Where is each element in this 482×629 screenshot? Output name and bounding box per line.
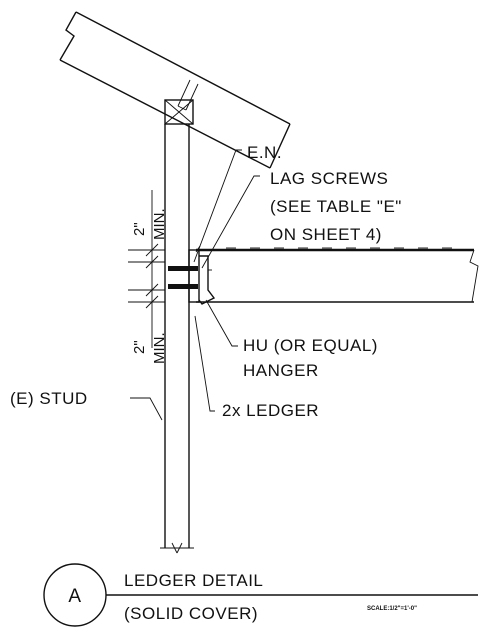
label-hanger-1: HU (OR EQUAL)	[243, 336, 378, 355]
dim-top-min: MIN.	[151, 208, 168, 240]
rafter	[59, 11, 291, 169]
ledger	[188, 249, 200, 303]
detail-subtitle: (SOLID COVER)	[124, 604, 258, 623]
lag-screws	[168, 266, 198, 289]
top-block	[164, 99, 194, 125]
label-lag-screws-3: ON SHEET 4)	[270, 225, 382, 244]
joist	[196, 247, 479, 303]
stud	[160, 124, 194, 554]
dim-top-value: 2"	[131, 222, 148, 236]
leaders	[130, 149, 260, 421]
detail-letter: A	[68, 586, 81, 607]
label-lag-screws-1: LAG SCREWS	[270, 169, 388, 188]
label-stud: (E) STUD	[10, 389, 88, 408]
title-block	[43, 563, 478, 627]
label-ledger: 2x LEDGER	[222, 401, 319, 420]
dim-bottom-value: 2"	[131, 340, 148, 354]
hanger	[198, 255, 216, 305]
detail-title: LEDGER DETAIL	[124, 571, 263, 590]
dimension-lines	[128, 190, 165, 348]
label-lag-screws-2: (SEE TABLE "E"	[270, 197, 402, 216]
dim-bottom-min: MIN.	[151, 332, 168, 364]
label-en: E.N.	[247, 143, 282, 162]
detail-scale: SCALE:1/2"=1'-0"	[367, 606, 417, 612]
label-hanger-2: HANGER	[243, 361, 319, 380]
